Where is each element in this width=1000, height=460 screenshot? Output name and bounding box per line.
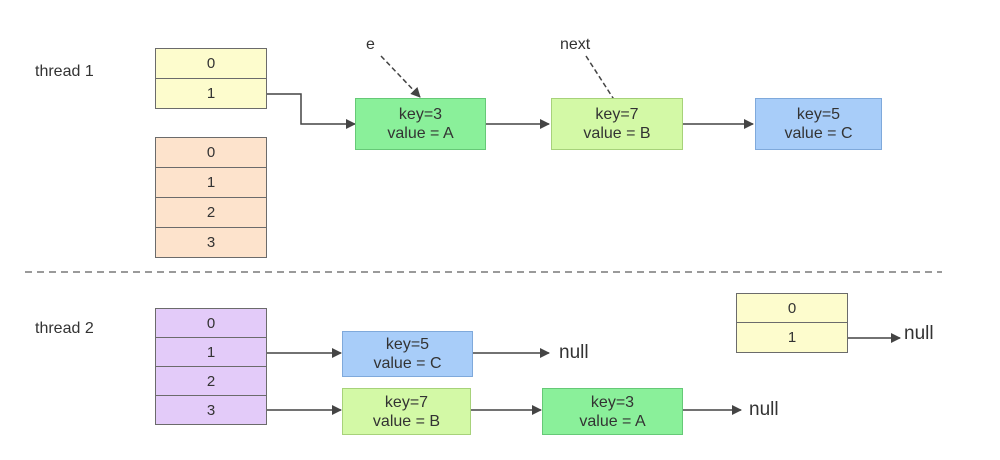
- thread1-label: thread 1: [35, 63, 94, 80]
- node-key: key=3: [590, 393, 635, 411]
- t1-small-cell-1: 1: [155, 78, 267, 109]
- null-label-small-slot1: null: [904, 323, 934, 344]
- node-value: value = C: [373, 355, 442, 372]
- node-key: key=3: [398, 106, 443, 123]
- t2-node-key7: key=7 value = B: [342, 388, 471, 435]
- t1-large-cell-3: 3: [155, 227, 267, 258]
- node-value: value = B: [372, 412, 441, 430]
- t1-large-cell-0: 0: [155, 137, 267, 168]
- t2-large-cell-0: 0: [155, 308, 267, 338]
- pointer-next-arrow: [585, 55, 623, 113]
- t2-large-cell-2: 2: [155, 366, 267, 396]
- t2-small-cell-1: 1: [736, 322, 848, 353]
- null-label-slot1: null: [559, 342, 589, 363]
- thread2-label: thread 2: [35, 320, 94, 337]
- t2-small-cell-0: 0: [736, 293, 848, 323]
- t1-node-key3: key=3 value = A: [355, 98, 486, 150]
- node-key: key=7: [595, 106, 639, 123]
- t1-large-cell-1: 1: [155, 167, 267, 198]
- pointer-e-arrow: [380, 55, 421, 98]
- node-value: value = A: [387, 125, 454, 142]
- node-value: value = B: [583, 125, 651, 142]
- t1-large-cell-2: 2: [155, 197, 267, 228]
- t1-node-key5: key=5 value = C: [755, 98, 882, 150]
- node-value: value = A: [579, 412, 646, 430]
- t1-node-key7: key=7 value = B: [551, 98, 683, 150]
- node-value: value = C: [784, 125, 853, 142]
- null-label-slot3: null: [749, 399, 779, 420]
- t2-large-cell-1: 1: [155, 337, 267, 367]
- node-key: key=5: [796, 106, 841, 123]
- t1-small-cell-0: 0: [155, 48, 267, 79]
- t2-node-key5: key=5 value = C: [342, 331, 473, 377]
- arrow-slot1-to-key3: [267, 93, 356, 129]
- node-key: key=7: [384, 393, 429, 411]
- t2-node-key3: key=3 value = A: [542, 388, 683, 435]
- node-key: key=5: [385, 336, 430, 353]
- pointer-e-label: e: [366, 36, 375, 53]
- pointer-next-label: next: [560, 36, 591, 53]
- t2-large-cell-3: 3: [155, 395, 267, 425]
